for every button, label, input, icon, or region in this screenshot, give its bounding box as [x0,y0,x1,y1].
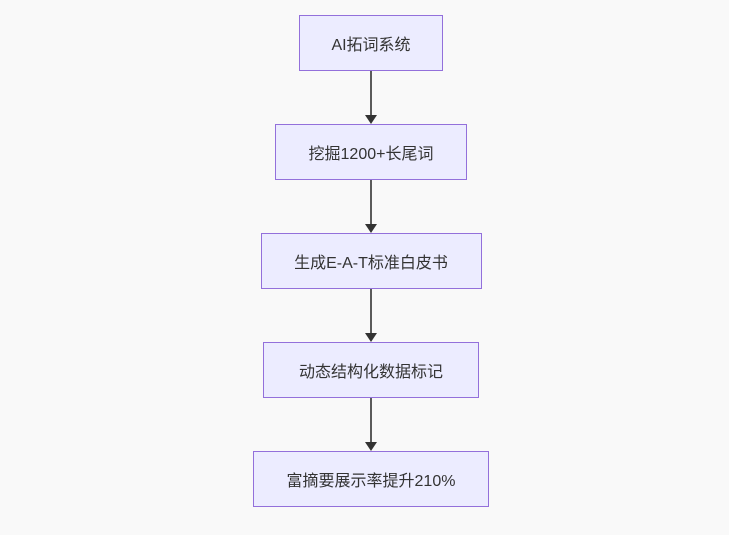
flow-node-longtail-mining: 挖掘1200+长尾词 [275,124,467,180]
edge-line [370,398,372,442]
edge-line [370,289,372,333]
flow-node-label: AI拓词系统 [331,37,411,54]
flow-node-ai-word-expansion: AI拓词系统 [299,15,443,71]
flow-edge-1 [365,71,377,124]
flow-node-eat-whitepaper: 生成E-A-T标准白皮书 [260,233,482,289]
arrowhead-down-icon [365,442,377,451]
arrowhead-down-icon [365,115,377,124]
arrowhead-down-icon [365,224,377,233]
flow-node-structured-data-markup: 动态结构化数据标记 [263,342,479,398]
flow-node-label: 动态结构化数据标记 [298,364,443,381]
flow-edge-2 [365,180,377,233]
flow-edge-4 [365,398,377,451]
flow-edge-3 [365,289,377,342]
flow-node-label: 生成E-A-T标准白皮书 [294,255,448,272]
flowchart-column: AI拓词系统 挖掘1200+长尾词 生成E-A-T标准白皮书 动态结构化数据标记 [253,15,489,507]
flow-node-rich-snippet-rate: 富摘要展示率提升210% [253,451,489,507]
edge-line [370,180,372,224]
edge-line [370,71,372,115]
flow-node-label: 富摘要展示率提升210% [286,473,456,490]
arrowhead-down-icon [365,333,377,342]
flow-node-label: 挖掘1200+长尾词 [308,146,434,163]
